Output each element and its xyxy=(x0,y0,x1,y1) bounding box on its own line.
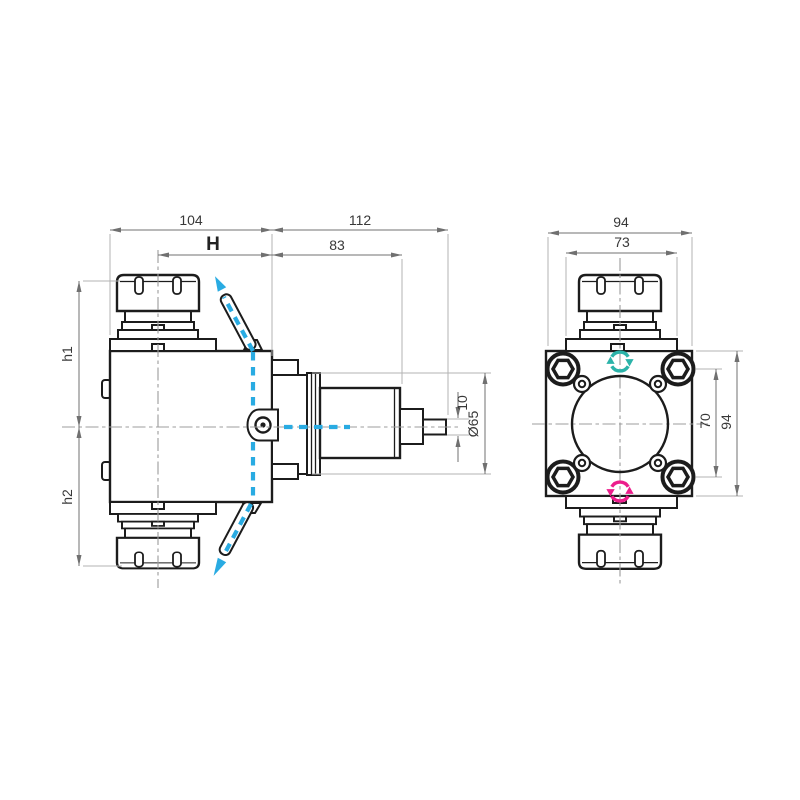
coolant-arrows xyxy=(213,276,350,576)
upper-clamp-lever xyxy=(219,293,264,351)
dim-overall-width: 94 xyxy=(613,214,629,230)
plate-key xyxy=(610,343,625,352)
socket-bolt-icon xyxy=(660,351,696,387)
socket-bolt-icon xyxy=(545,351,581,387)
front-view-part xyxy=(544,273,694,570)
dim-overall-height: 94 xyxy=(718,414,734,430)
dim-center-height: H xyxy=(206,234,220,255)
clamping-flange xyxy=(306,372,321,476)
dim-upper-height: h1 xyxy=(59,346,75,362)
dim-tip-diameter: 10 xyxy=(454,395,470,411)
front-view: 94 73 70 94 xyxy=(532,214,743,584)
neck-tab-top xyxy=(271,359,299,376)
dim-housing-length: 83 xyxy=(329,237,345,253)
dim-lower-height: h2 xyxy=(59,489,75,505)
spindle-housing-cylinder xyxy=(318,386,402,460)
dim-flange-diameter: Ø65 xyxy=(465,411,481,438)
dim-bolt-spacing: 70 xyxy=(697,413,713,429)
clamp-knob xyxy=(246,408,279,442)
dashed-arrow-up-left-icon xyxy=(222,296,255,352)
dim-body-width: 104 xyxy=(179,212,203,228)
center-bore xyxy=(570,374,670,474)
side-view: 104 112 H 83 h1 h2 10 Ø65 xyxy=(59,212,491,588)
front-view-dimensions: 94 73 70 94 xyxy=(547,214,743,497)
dim-spindle-extension: 112 xyxy=(349,212,372,228)
neck-tab-bottom xyxy=(271,463,299,480)
socket-bolt-icon xyxy=(660,459,696,495)
lower-clamp-lever xyxy=(218,501,263,557)
socket-bolt-icon xyxy=(545,459,581,495)
dim-plate-width: 73 xyxy=(614,234,630,250)
corner-bolts xyxy=(545,351,696,495)
pin-holes xyxy=(572,374,668,473)
side-view-dimensions: 104 112 H 83 h1 h2 10 Ø65 xyxy=(59,212,491,567)
